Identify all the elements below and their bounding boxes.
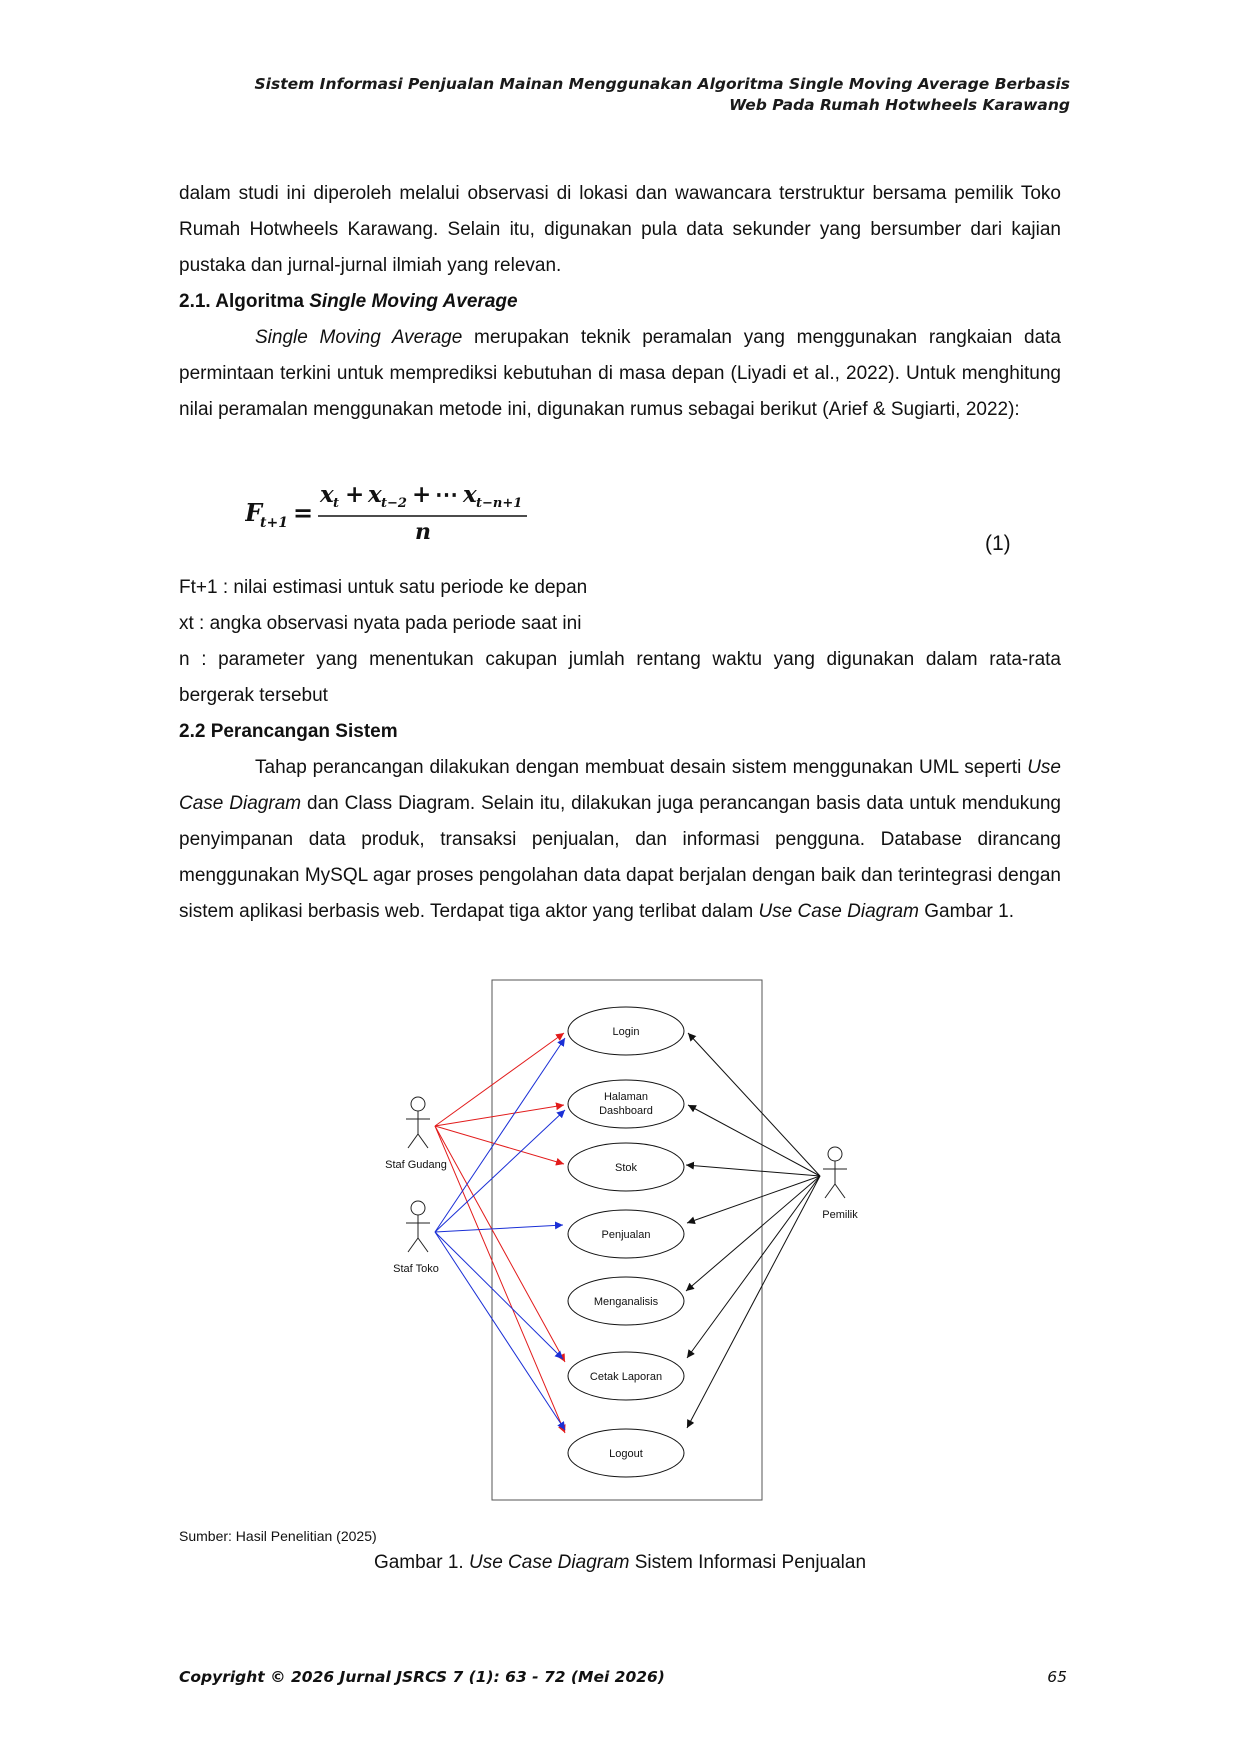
formula-denominator: n: [415, 519, 431, 545]
design-text-3: Gambar 1.: [918, 901, 1014, 922]
footer-copyright: Copyright © 2026 Jurnal JSRCS 7 (1): 63 …: [179, 1668, 665, 1686]
usecase-login: [567, 1006, 685, 1056]
definition-n: n : parameter yang menentukan cakupan ju…: [179, 649, 1061, 706]
actor-staf-gudang-label: Staf Gudang: [385, 1159, 447, 1171]
usecase-cetak-laporan-label: Cetak Laporan: [590, 1371, 662, 1383]
figure-caption: Gambar 1. Use Case Diagram Sistem Inform…: [0, 1552, 1240, 1574]
toko-associations: [434, 1037, 566, 1431]
use-case-diagram: Login Halaman Dashboard Stok Penjualan M…: [385, 979, 858, 1501]
usecase-dashboard: [567, 1079, 685, 1129]
usecase-stok-label: Stok: [615, 1162, 638, 1174]
section-title-italic: Single Moving Average: [309, 291, 518, 312]
usecase-login-label: Login: [613, 1026, 640, 1038]
body-text-2: Ft+1 : nilai estimasi untuk satu periode…: [179, 570, 1061, 930]
actor-staf-toko-label: Staf Toko: [393, 1263, 439, 1275]
formula-dots: ⋯: [435, 481, 458, 508]
actor-pemilik: [823, 1146, 847, 1199]
design-text-1: Tahap perancangan dilakukan dengan membu…: [255, 757, 1028, 778]
formula-equals: =: [293, 498, 313, 527]
usecase-dashboard-label-1: Halaman: [604, 1091, 648, 1103]
running-header: Sistem Informasi Penjualan Mainan Menggu…: [170, 74, 1071, 116]
design-italic-1: Use Case Diagram: [179, 757, 1061, 814]
system-boundary: [491, 979, 763, 1501]
caption-italic: Use Case Diagram: [468, 1552, 630, 1573]
sma-text: merupakan teknik peramalan yang mengguna…: [179, 327, 1062, 420]
header-line-2: Web Pada Rumah Hotwheels Karawang: [729, 96, 1070, 114]
formula-x2: x: [367, 481, 382, 508]
usecase-logout-label: Logout: [609, 1448, 643, 1460]
use-case-ellipses: [567, 1006, 685, 1478]
usecase-menganalisis-label: Menganalisis: [594, 1296, 659, 1308]
formula-x1: x: [319, 481, 334, 508]
formula-x2-sub: t−2: [381, 496, 407, 511]
section-heading-2-2: 2.2 Perancangan Sistem: [179, 721, 398, 742]
usecase-menganalisis: [567, 1276, 685, 1326]
sma-formula: F t+1 = x t + x t−2 + ⋯ x t−n+1 n: [245, 481, 527, 545]
formula-lhs: F: [245, 498, 264, 527]
formula-x1-sub: t: [333, 496, 339, 511]
usecase-penjualan-label: Penjualan: [602, 1229, 651, 1241]
sma-paragraph: Single Moving Average merupakan teknik p…: [179, 320, 1061, 428]
design-text-2: dan Class Diagram. Selain itu, dilakukan…: [179, 793, 1061, 922]
usecase-cetak-laporan: [567, 1351, 685, 1401]
usecase-logout: [567, 1428, 685, 1478]
definition-xt: xt : angka observasi nyata pada periode …: [179, 613, 582, 634]
gudang-associations: [434, 1032, 566, 1434]
caption-prefix: Gambar 1.: [373, 1552, 469, 1573]
pemilik-associations: [685, 1032, 821, 1429]
formula-x3-sub: t−n+1: [476, 496, 522, 511]
body-text: dalam studi ini diperoleh melalui observ…: [179, 176, 1061, 428]
formula-x3: x: [462, 481, 477, 508]
design-paragraph: Tahap perancangan dilakukan dengan membu…: [179, 750, 1061, 930]
formula-lhs-sub: t+1: [260, 515, 288, 531]
section-number: 2.1. Algoritma: [179, 291, 310, 312]
actor-staf-gudang: [406, 1096, 430, 1149]
page-number: 65: [1047, 1668, 1067, 1686]
formula-plus-2: +: [412, 481, 431, 508]
usecase-penjualan: [567, 1209, 685, 1259]
equation-number: (1): [985, 532, 1011, 555]
usecase-stok: [567, 1142, 685, 1192]
actor-pemilik-label: Pemilik: [822, 1209, 858, 1221]
header-line-1: Sistem Informasi Penjualan Mainan Menggu…: [254, 75, 1071, 93]
definition-ft1: Ft+1 : nilai estimasi untuk satu periode…: [179, 577, 588, 598]
section-heading-2-1: 2.1. Algoritma Single Moving Average: [179, 284, 1061, 320]
figure-source: Sumber: Hasil Penelitian (2025): [179, 1528, 377, 1544]
page-footer: Copyright © 2026 Jurnal JSRCS 7 (1): 63 …: [179, 1668, 1067, 1686]
usecase-dashboard-label-2: Dashboard: [599, 1105, 653, 1117]
actor-staf-toko: [406, 1200, 430, 1253]
intro-paragraph: dalam studi ini diperoleh melalui observ…: [179, 183, 1061, 276]
formula-plus-1: +: [345, 481, 364, 508]
caption-suffix: Sistem Informasi Penjualan: [629, 1552, 867, 1573]
design-italic-2: Use Case Diagram: [758, 901, 919, 922]
sma-term: Single Moving Average: [255, 327, 463, 348]
